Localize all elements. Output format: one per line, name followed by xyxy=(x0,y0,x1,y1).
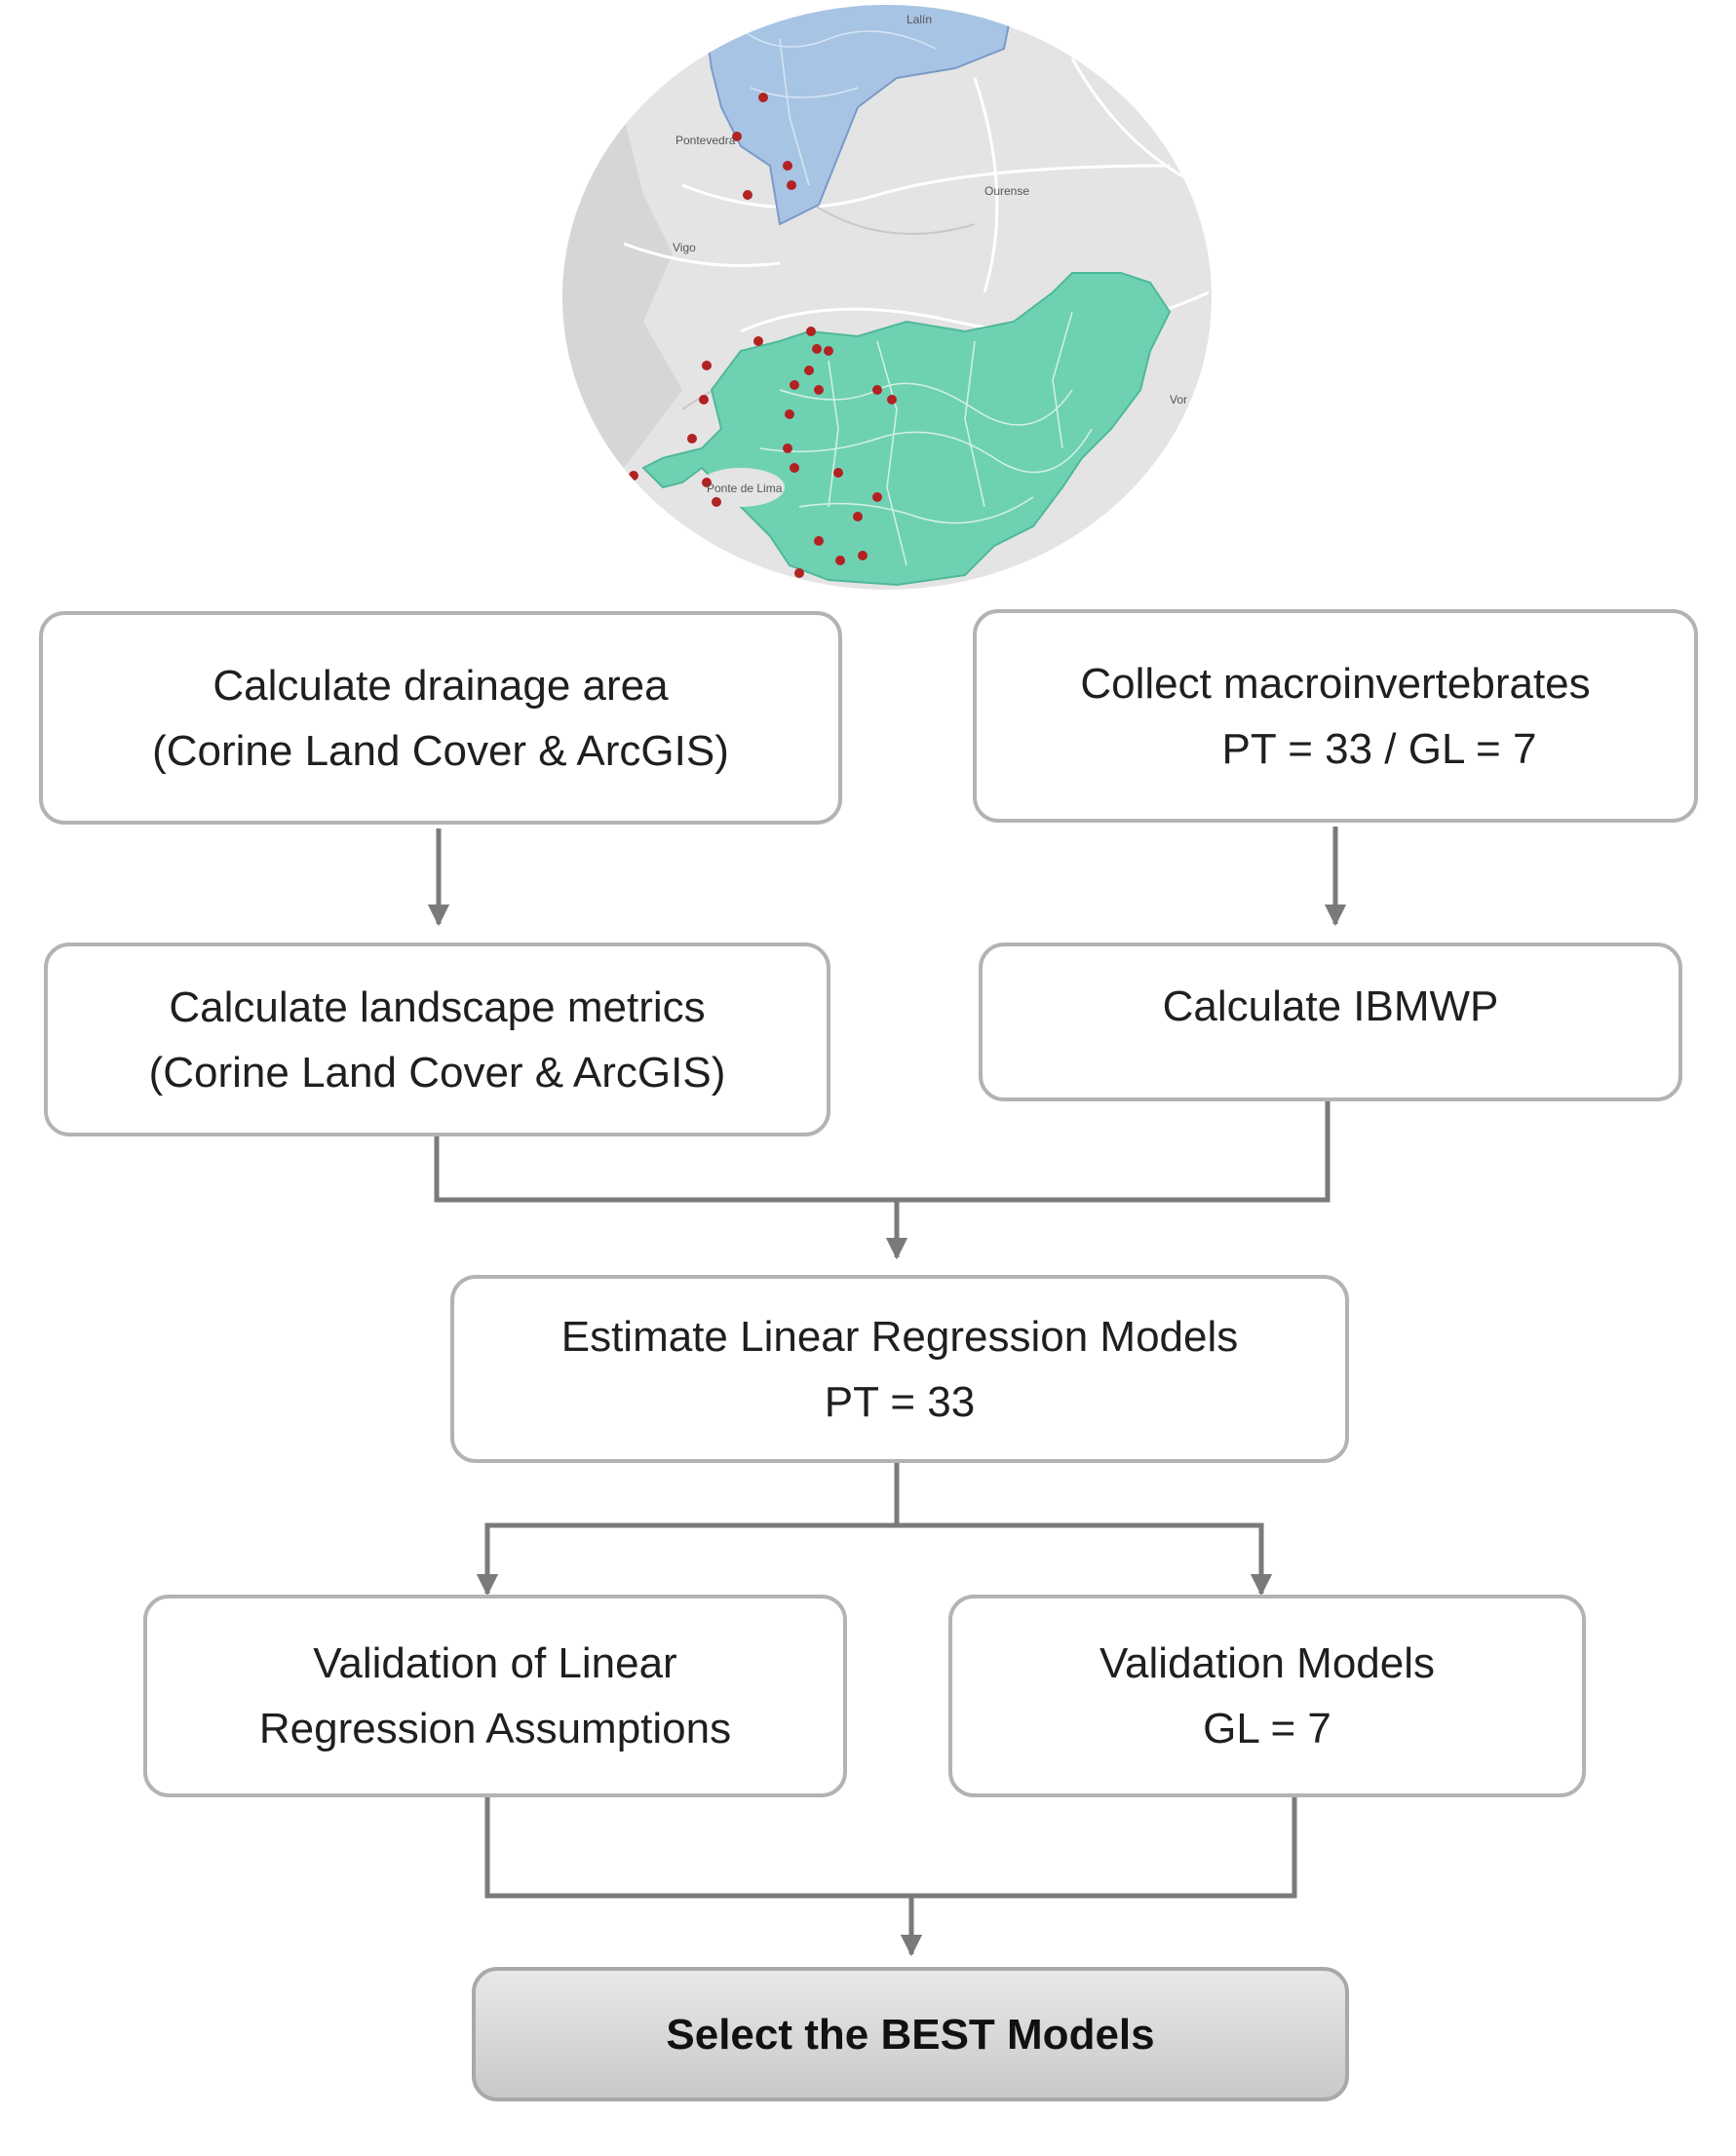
step-calculate-ibmwp: Calculate IBMWP xyxy=(979,943,1682,1101)
step-calculate-drainage-area: Calculate drainage area (Corine Land Cov… xyxy=(39,611,842,825)
sample-points xyxy=(629,93,897,578)
step-text-line: Calculate IBMWP xyxy=(1162,982,1499,1030)
map-label-bottom: Ponte de Lima xyxy=(707,481,783,495)
gl-basin xyxy=(700,5,1016,226)
step-validation-of-assumptions: Validation of Linear Regression Assumpti… xyxy=(143,1595,847,1797)
step-text-line: (Corine Land Cover & ArcGIS) xyxy=(152,726,729,775)
step-text-line: Collect macroinvertebrates xyxy=(1080,659,1591,708)
study-area-map: Lalín Pontevedra Ourense Vigo Vor Ponte … xyxy=(562,5,1212,590)
step-text-line: Estimate Linear Regression Models xyxy=(560,1312,1239,1361)
step-text-line: Calculate drainage area xyxy=(212,661,669,710)
step-text-line: Validation of Linear xyxy=(313,1639,677,1687)
map-label-top: Lalín xyxy=(907,13,932,26)
map-lake xyxy=(697,468,785,507)
step-text-line: GL = 7 xyxy=(1203,1705,1331,1752)
map-label-right: Vor xyxy=(1170,393,1187,406)
connector-merge-top xyxy=(434,1101,1331,1203)
step-calculate-landscape-metrics: Calculate landscape metrics (Corine Land… xyxy=(44,943,830,1136)
pt-basin xyxy=(641,272,1172,587)
map-label-pontevedra: Pontevedra xyxy=(675,134,736,147)
step-text-line: (Corine Land Cover & ArcGIS) xyxy=(148,1048,726,1097)
step-text-line: PT = 33 / GL = 7 xyxy=(1221,724,1537,773)
connector-split xyxy=(484,1522,1264,1589)
step-text-line: Select the BEST Models xyxy=(666,2010,1155,2059)
step-text-line: Validation Models xyxy=(1099,1639,1436,1687)
step-text-line: Regression Assumptions xyxy=(258,1705,732,1752)
step-estimate-linear-regression-models: Estimate Linear Regression Models PT = 3… xyxy=(450,1275,1349,1463)
map-label-vigo: Vigo xyxy=(673,241,696,254)
connector-merge-bottom xyxy=(484,1797,1297,1899)
map-label-ourense: Ourense xyxy=(984,184,1029,198)
step-text-line: PT = 33 xyxy=(824,1377,976,1426)
step-collect-macroinvertebrates: Collect macroinvertebrates PT = 33 / GL … xyxy=(973,609,1698,823)
step-validation-models: Validation Models GL = 7 xyxy=(948,1595,1586,1797)
step-text-line: Calculate landscape metrics xyxy=(169,982,706,1031)
step-select-best-models: Select the BEST Models xyxy=(472,1967,1349,2101)
